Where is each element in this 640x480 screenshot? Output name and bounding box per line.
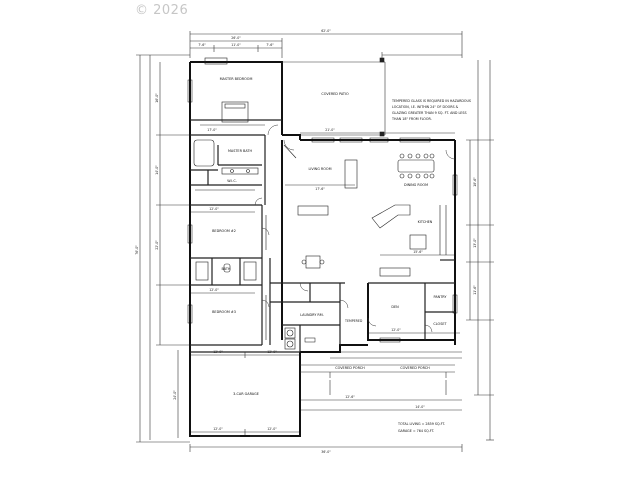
patio-outline [282,61,455,378]
master-bed-icon [221,101,249,123]
tempered-note: TEMPERED [344,319,363,323]
glass-note: TEMPERED GLASS IS REQUIRED IN HAZARDOUS … [391,99,471,121]
dim-overall-width: 62'-0" [321,29,331,33]
dinette-table-icon [305,255,321,269]
room-label-wic: W.I.C. [227,179,237,183]
room-label-master-bath: MASTER BATH [228,149,252,153]
dimension-labels: 62'-0" 26'-0" 7'-6" 11'-0" 7'-6" 36'-0" … [135,29,477,454]
copyright-watermark: © 2026 [135,3,189,18]
dim-side-c: 22'-0" [155,240,159,250]
dryer-icon [284,338,296,350]
dim-garage-a: 12'-0" [213,427,223,431]
room-label-pantry: PANTRY [434,295,448,299]
dim-garage-top-b: 12'-0" [267,350,277,354]
door-swings [254,124,456,333]
dimension-lines [136,31,494,452]
dim-side-d: 24'-0" [173,390,177,400]
room-label-dining-room: DINING ROOM [404,183,428,187]
dim-top-left: 26'-0" [231,36,241,40]
room-label-bedroom-2: BEDROOM #2 [212,229,236,233]
dim-bed3-w: 12'-0" [209,288,219,292]
note-line-3: GLAZING GREATER THAN 9 SQ. FT. AND LESS [392,111,467,115]
room-label-closet: CLOSET [433,322,447,326]
dim-side-a: 16'-0" [155,93,159,103]
kitchen-island-icon [371,204,411,229]
room-label-porch-right: COVERED PORCH [400,366,430,370]
washer-icon [284,327,296,339]
room-label-living-room: LIVING ROOM [308,167,331,171]
dim-top-seg-c: 7'-6" [266,43,274,47]
furniture [193,57,447,437]
windows [187,79,458,343]
room-label-kitchen: KITCHEN [418,220,433,224]
tv-console-icon [344,159,358,189]
dim-bed2-w: 12'-0" [209,207,219,211]
interior-walls [190,119,455,353]
fireplace-icon [204,57,228,65]
note-line-4: THAN 18" FROM FLOOR. [391,117,432,121]
room-label-covered-patio: COVERED PATIO [321,92,349,96]
dim-master-w: 17'-0" [207,128,217,132]
note-line-2: LOCATION, I.E. WITHIN 24" OF DOORS & [392,105,459,109]
dining-table-icon [397,159,435,173]
dim-right-c: 11'-6" [473,285,477,295]
dim-bottom-width: 36'-0" [321,450,331,454]
total-living: TOTAL LIVING = 2859 SQ.FT. [397,422,445,426]
dining-chairs-icon [399,153,435,179]
dim-top-seg-b: 11'-0" [231,43,241,47]
room-label-bedroom-3: BEDROOM #3 [212,310,236,314]
toilet-icon [223,263,231,273]
bathtub-icon [193,139,215,167]
dim-overall-depth: 76'-0" [135,245,139,255]
dim-right-a: 18'-6" [473,177,477,187]
room-label-den: DEN [391,305,399,309]
area-totals: TOTAL LIVING = 2859 SQ.FT. GARAGE = 764 … [397,422,445,433]
dim-den-w: 12'-0" [391,328,401,332]
room-label-porch-left: COVERED PORCH [335,366,365,370]
sofa-icon [297,205,329,216]
dim-garage-b: 12'-0" [267,427,277,431]
total-garage: GARAGE = 764 SQ.FT. [398,429,435,433]
room-label-master-bedroom: MASTER BEDROOM [220,77,253,81]
room-label-laundry: LAUNDRY RM. [300,313,324,317]
dim-living-w: 17'-6" [315,187,325,191]
dim-porch-right: 14'-0" [415,405,425,409]
note-line-1: TEMPERED GLASS IS REQUIRED IN HAZARDOUS [391,99,471,103]
room-label-garage: 3-CAR GARAGE [233,392,259,396]
dim-top-seg-a: 7'-6" [198,43,206,47]
dim-kitchen-w: 15'-6" [413,250,423,254]
dim-garage-top-a: 12'-0" [213,350,223,354]
dim-porch: 12'-6" [345,395,355,399]
room-labels: MASTER BEDROOM COVERED PATIO LIVING ROOM… [212,77,447,396]
dim-side-b: 14'-0" [155,165,159,175]
dim-patio-w: 21'-0" [325,128,335,132]
dim-right-b: 13'-0" [473,238,477,248]
vanity-icon [221,167,259,175]
room-label-bath: BATH [221,267,230,271]
